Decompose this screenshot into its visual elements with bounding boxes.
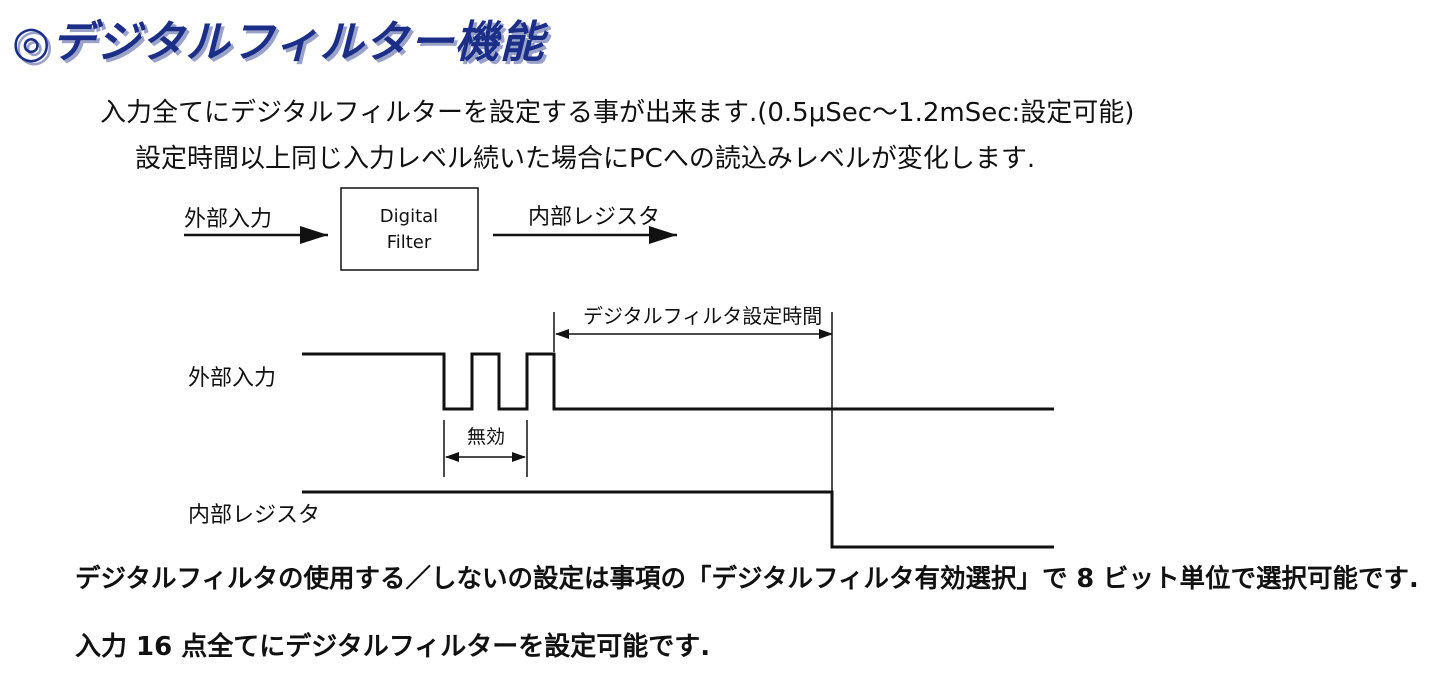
page-title: ◎デジタルフィルター機能 (12, 17, 545, 68)
intro-text-line-1: 入力全てにデジタルフィルターを設定する事が出来ます.(0.5μSec～1.2mS… (100, 98, 1135, 128)
block-input-label: 外部入力 (184, 207, 272, 232)
note-line-2: 入力 16 点全てにデジタルフィルターを設定可能です. (75, 632, 711, 662)
intro-text-line-2: 設定時間以上同じ入力レベル続いた場合にPCへの読込みレベルが変化します. (135, 144, 1036, 174)
input-arrow-head (300, 226, 328, 244)
timing-chart: デジタルフィルタ設定時間 外部入力 無効 内部レジスタ (188, 304, 1054, 549)
digital-filter-box (340, 187, 479, 271)
block-output-label: 内部レジスタ (528, 205, 660, 230)
timing-internal-register-label: 内部レジスタ (188, 503, 320, 528)
setting-time-label: デジタルフィルタ設定時間 (583, 304, 822, 328)
note-line-1: デジタルフィルタの使用する／しないの設定は事項の「デジタルフィルタ有効選択」で … (75, 564, 1419, 594)
invalid-label: 無効 (467, 426, 505, 448)
block-diagram: 外部入力 Digital Filter 内部レジスタ (184, 187, 677, 271)
filter-box-label-line-1: Digital (380, 206, 438, 227)
external-input-signal (302, 352, 1054, 411)
output-arrow-head (649, 226, 677, 244)
internal-register-signal (302, 490, 1054, 549)
filter-box-label-line-2: Filter (387, 232, 432, 253)
timing-external-input-label: 外部入力 (188, 366, 276, 391)
